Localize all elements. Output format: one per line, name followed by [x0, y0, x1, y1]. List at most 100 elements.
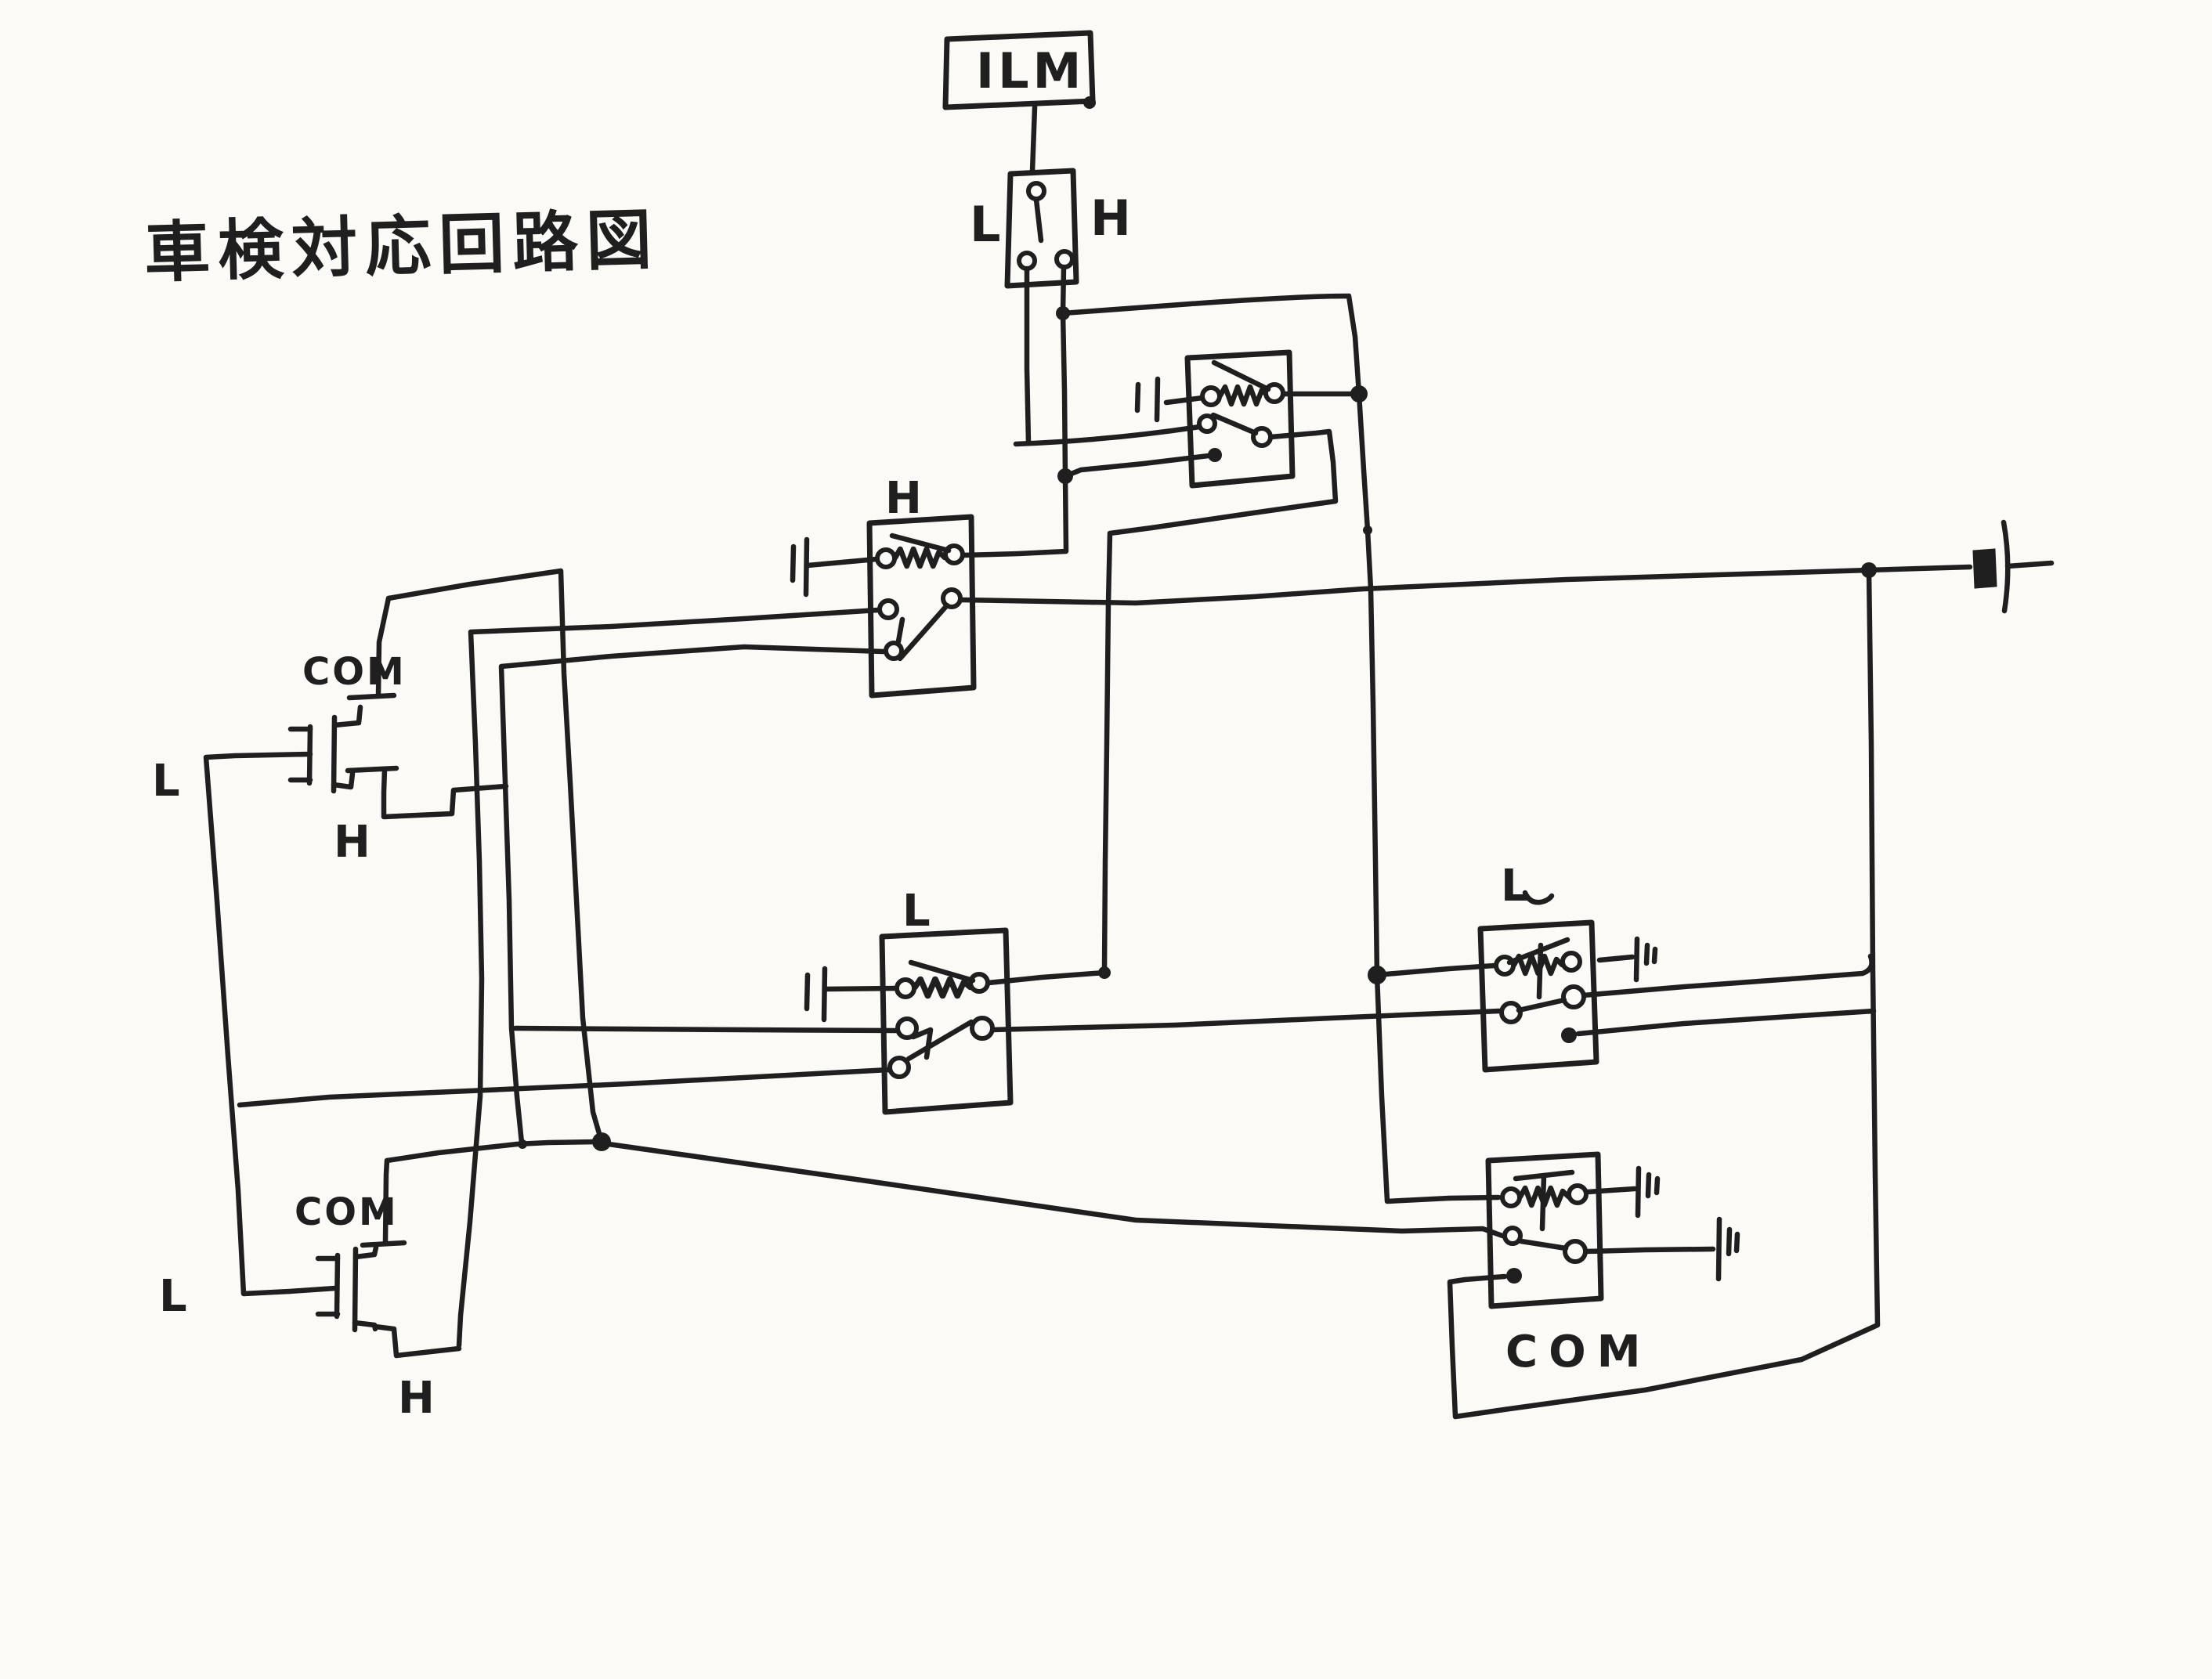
- relay-l-right-box: [1477, 919, 1599, 1073]
- relay-com-label: COM: [1505, 1327, 1651, 1378]
- ilm-corner-blob: [1083, 96, 1096, 109]
- relay-h-contact-mid: [877, 598, 899, 620]
- wire-v2-top-relay-to-center: [1101, 428, 1339, 976]
- relay-l-right-lower-blade: [1516, 997, 1567, 1013]
- relay-com-ground-wire-2: [1584, 1246, 1716, 1255]
- battery-plate-icon: [2001, 519, 2011, 614]
- wire-battery-stub: [2004, 560, 2055, 569]
- relay-l-center: L: [804, 886, 1014, 1115]
- fet-upper-drain-lead: [331, 704, 363, 728]
- relay-l-right: L: [1477, 861, 1658, 1073]
- relay-l-center-coil-right: [968, 972, 990, 994]
- fet-upper-source-lead: [331, 771, 356, 790]
- battery-bar-icon: [1972, 548, 1997, 589]
- wire-vcom-upper-fet: [375, 568, 605, 1145]
- battery-connector: [1972, 519, 2011, 614]
- fet-lower-gate-bar: [334, 1252, 341, 1320]
- relay-com-common-dot: [1506, 1268, 1522, 1284]
- wire-long-top-horizontal: [958, 564, 1973, 606]
- relay-top: [1134, 349, 1296, 489]
- wire-l-to-top-relay: [1013, 424, 1202, 447]
- junction-dots: [518, 306, 1877, 1151]
- wire-right-loop: [1447, 567, 1881, 1420]
- wire-selector-l-drop: [1024, 265, 1032, 446]
- relay-com-coil-right: [1567, 1183, 1589, 1205]
- fet-lower-drain-plate: [360, 1240, 407, 1248]
- wire-center-relay-left-contact: [512, 1025, 901, 1034]
- relay-h-blade-leg: [895, 616, 905, 645]
- fet-lower-com-label: COM: [295, 1190, 399, 1234]
- ground-icon: [1134, 376, 1161, 423]
- ground-icon: [804, 966, 828, 1023]
- relay-top-box: [1184, 349, 1296, 489]
- relay-h: H: [790, 473, 977, 699]
- relay-com: COM: [1485, 1151, 1740, 1378]
- relay-l-center-box: [879, 927, 1014, 1115]
- relay-top-common-dot: [1208, 448, 1222, 462]
- wire-relay-h-coil-right: [960, 548, 1069, 558]
- selector-switch: L H: [970, 168, 1131, 289]
- junction-dot: [518, 1139, 527, 1149]
- selector-l-label: L: [970, 196, 1005, 253]
- relay-top-coil-left: [1200, 385, 1222, 407]
- fet-lower: COM L H: [159, 1190, 435, 1424]
- relay-l-right-common-dot: [1561, 1027, 1577, 1043]
- relay-top-coil: [1220, 387, 1267, 404]
- relay-l-right-no-contact: [1561, 984, 1586, 1009]
- wires: [203, 264, 2055, 1420]
- fet-lower-l-label: L: [159, 1271, 187, 1322]
- fet-upper-h-label: H: [334, 817, 370, 868]
- junction-dot: [592, 1132, 611, 1151]
- fet-upper-gate-bar: [306, 724, 313, 786]
- relay-l-center-blade-leg: [910, 1027, 934, 1060]
- junction-dot: [1057, 468, 1073, 484]
- wire-s2-h-relay-to-com-junction: [498, 644, 887, 1146]
- relay-l-center-contact-bottom: [887, 1056, 911, 1079]
- wire-top-relay-common-to-h: [1062, 452, 1218, 479]
- wire-lower-fet-h-lead: [372, 1323, 462, 1359]
- relay-com-divider: [1539, 1173, 1547, 1232]
- ground-icon: [790, 536, 810, 598]
- relay-com-no-contact: [1563, 1239, 1588, 1264]
- relay-l-center-coil: [915, 979, 970, 996]
- fet-upper-drain-plate: [346, 692, 397, 701]
- wire-s1-h-relay-to-fet-lower: [456, 607, 881, 1349]
- selector-common-terminal: [1026, 181, 1046, 201]
- wire-center-to-right-relay: [989, 1008, 1502, 1033]
- fet-upper: COM L H: [152, 650, 404, 868]
- junction-dot: [1363, 525, 1372, 535]
- relay-l-right-label: L: [1501, 861, 1529, 912]
- relay-l-center-lower-blade: [905, 1019, 974, 1062]
- ground-icon: [1715, 1216, 1740, 1282]
- relay-h-label: H: [885, 473, 922, 524]
- relay-h-no-contact: [941, 587, 963, 609]
- relay-l-center-ground-wire: [822, 985, 899, 992]
- ground-icon: [1635, 1165, 1661, 1219]
- relay-com-lower-blade: [1518, 1238, 1569, 1251]
- relay-top-contact-left: [1197, 413, 1217, 434]
- junction-dot: [1098, 966, 1111, 979]
- relay-h-coil-left: [875, 547, 897, 569]
- ilm-source: ILM: [942, 30, 1096, 175]
- relay-l-center-label: L: [902, 886, 931, 937]
- page-title: 車検対応回路図: [143, 201, 660, 291]
- relay-l-center-blade: [908, 959, 976, 984]
- relay-l-right-label-hook: [1522, 890, 1555, 905]
- relay-l-right-divider: [1536, 942, 1544, 1000]
- fet-lower-drain-lead: [352, 1244, 379, 1260]
- junction-dot: [1368, 966, 1386, 984]
- fet-lower-gate-ticks: [315, 1255, 341, 1317]
- relay-top-blade: [1211, 359, 1271, 392]
- junction-dot: [1350, 385, 1368, 403]
- relay-top-lower-blade: [1210, 412, 1259, 436]
- fet-lower-source-lead: [352, 1320, 378, 1332]
- wire-com-to-com-relay: [600, 1140, 1505, 1239]
- wire-ilm-to-switch: [1029, 104, 1038, 175]
- fet-lower-h-label: H: [398, 1373, 435, 1424]
- relay-l-right-ground-wire: [1596, 954, 1636, 963]
- relay-l-right-coil-right: [1560, 951, 1582, 973]
- wire-lower-fet-com: [382, 1139, 603, 1245]
- wire-selector-h-drop: [1060, 264, 1069, 554]
- fet-upper-gate-ticks: [287, 726, 313, 783]
